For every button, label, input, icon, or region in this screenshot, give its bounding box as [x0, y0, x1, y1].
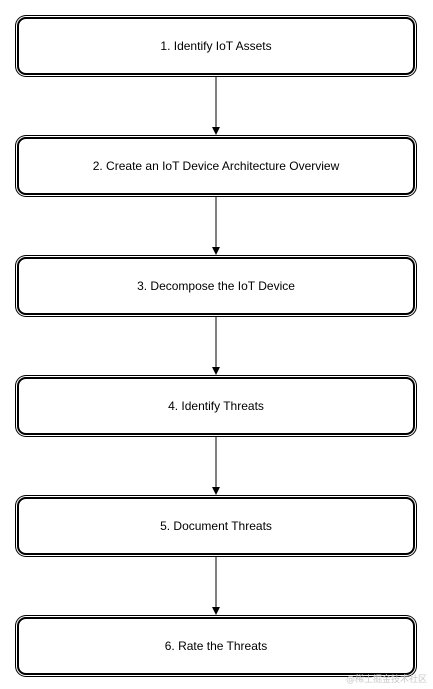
step-box-5: 5. Document Threats [17, 497, 415, 555]
step-box-6: 6. Rate the Threats [17, 617, 415, 675]
step-box-4: 4. Identify Threats [17, 377, 415, 435]
step-box-3: 3. Decompose the IoT Device [17, 257, 415, 315]
step-label-4: 4. Identify Threats [168, 399, 264, 413]
step-box-1: 1. Identify IoT Assets [17, 17, 415, 75]
watermark-text: @稀土掘金技术社区 [345, 675, 427, 685]
step-label-6: 6. Rate the Threats [164, 639, 268, 653]
step-box-2: 2. Create an IoT Device Architecture Ove… [17, 137, 415, 195]
step-label-5: 5. Document Threats [160, 519, 272, 533]
step-label-2: 2. Create an IoT Device Architecture Ove… [92, 159, 340, 173]
step-label-3: 3. Decompose the IoT Device [137, 279, 295, 293]
step-label-1: 1. Identify IoT Assets [160, 39, 272, 53]
